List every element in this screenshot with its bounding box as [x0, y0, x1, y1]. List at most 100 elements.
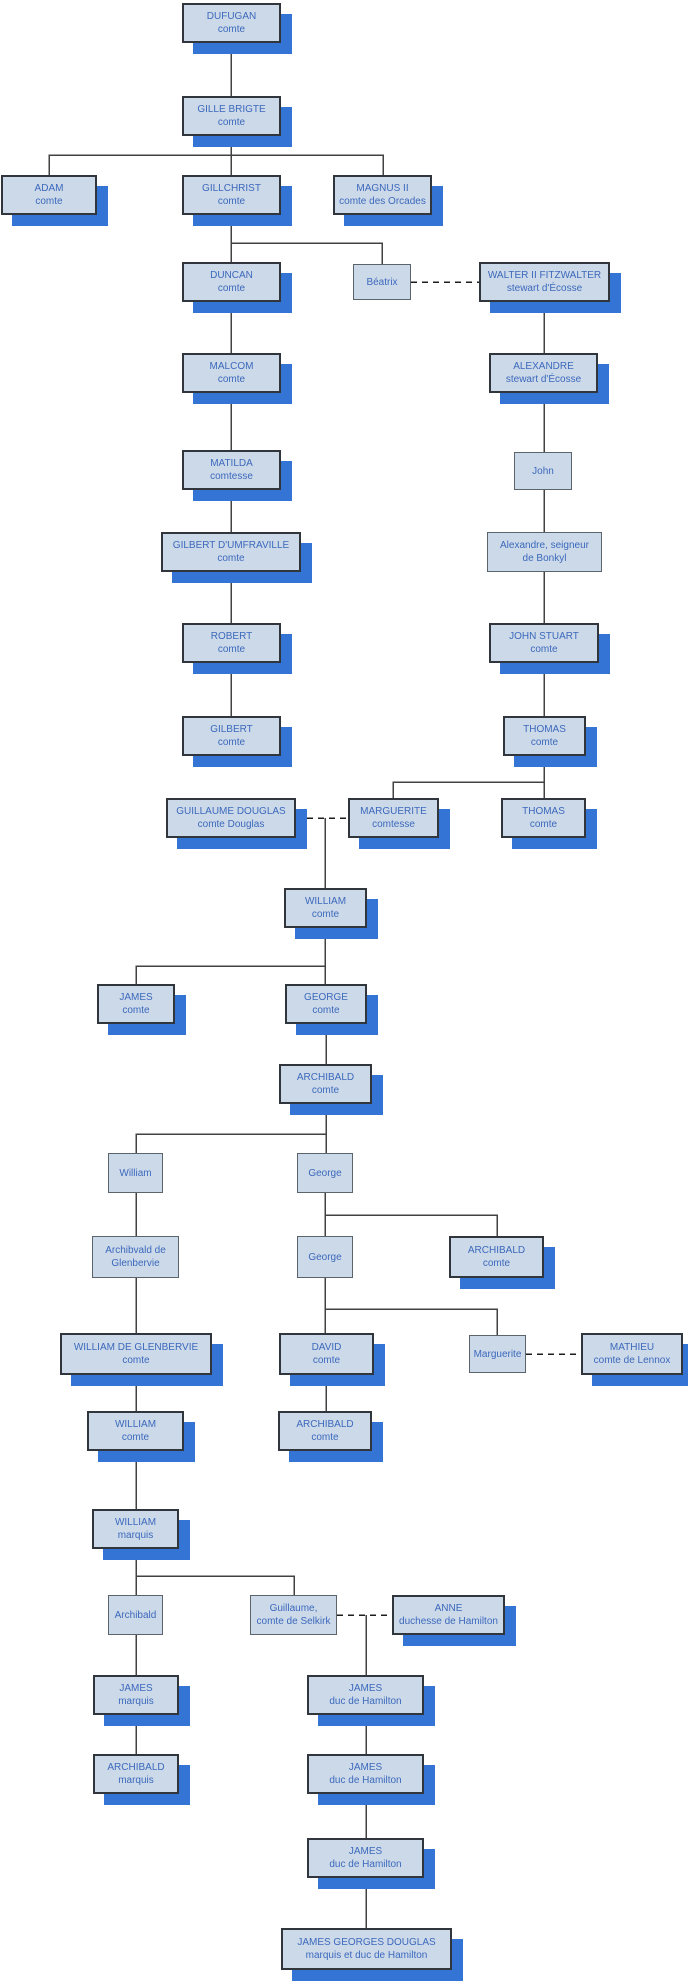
person-name: GUILLAUME DOUGLAS [176, 806, 286, 817]
person-title: marquis [118, 1775, 154, 1786]
node-george-1: GEORGE comte [285, 984, 367, 1024]
node-archibvald-glenbervie: Archibvald de Glenbervie [92, 1236, 179, 1278]
person-title: comte [311, 909, 340, 920]
node-archibald-marquis: ARCHIBALD marquis [93, 1754, 179, 1794]
person-title: comte [122, 1355, 150, 1366]
person-name: GILBERT [210, 724, 253, 735]
node-magnus-ii: MAGNUS II comte des Orcades [333, 175, 432, 215]
person-title: comte [217, 24, 246, 35]
node-james-duc-2: JAMES duc de Hamilton [307, 1754, 424, 1794]
node-william-2: WILLIAM comte [87, 1411, 184, 1451]
person-title: comte Douglas [197, 819, 265, 830]
person-title: comte [312, 1005, 340, 1016]
person-name: MAGNUS II [356, 183, 409, 194]
descent-connector [392, 756, 545, 798]
descent-connector [48, 154, 384, 175]
person-title: comtesse [210, 471, 253, 482]
node-guillaume-selkirk: Guillaume,comte de Selkirk [250, 1595, 337, 1635]
person-title: comte [482, 1258, 511, 1269]
person-name: John [532, 465, 554, 477]
person-name: WILLIAM [114, 1419, 157, 1430]
node-gilbert: GILBERT comte [182, 716, 281, 756]
person-title: comte [122, 1005, 150, 1016]
node-george-minor-2: George [297, 1236, 353, 1278]
descent-connector [135, 1133, 327, 1153]
person-name: ARCHIBALD [107, 1762, 165, 1773]
node-guillaume-douglas: GUILLAUME DOUGLAS comte Douglas [166, 798, 296, 838]
person-name: MALCOM [209, 361, 254, 372]
node-malcom: MALCOM comte [182, 353, 281, 393]
person-name: Alexandre, seigneur [500, 540, 589, 551]
person-name: JAMES [348, 1762, 383, 1773]
node-george-minor: George [297, 1153, 353, 1193]
person-title: stewart d'Écosse [505, 374, 582, 385]
person-name: GILBERT D'UMFRAVILLE [172, 540, 290, 551]
node-archibald-2: ARCHIBALD comte [449, 1236, 544, 1278]
node-duncan: DUNCAN comte [182, 262, 281, 302]
node-archibald-minor: Archibald [108, 1595, 163, 1635]
person-title: comte [217, 737, 246, 748]
person-title: comte des Orcades [339, 196, 426, 207]
person-title: comte [530, 737, 559, 748]
person-name: JAMES [348, 1683, 383, 1694]
person-name: WILLIAM DE GLENBERVIE [73, 1342, 199, 1353]
person-name: ARCHIBALD [296, 1419, 354, 1430]
person-name: ALEXANDRE [513, 361, 574, 372]
person-name: JOHN STUART [509, 631, 579, 642]
node-thomas: THOMAS comte [503, 716, 586, 756]
person-name: MATHIEU [609, 1342, 655, 1353]
person-name: THOMAS [523, 724, 566, 735]
person-title: comte [217, 644, 246, 655]
person-title: duc de Hamilton [329, 1775, 402, 1786]
person-name: George [308, 1167, 342, 1179]
person-name: DUNCAN [210, 270, 253, 281]
node-john-stuart: JOHN STUART comte [489, 623, 599, 663]
node-james-1: JAMES comte [97, 984, 175, 1024]
node-alexandre: ALEXANDRE stewart d'Écosse [489, 353, 598, 393]
node-mathieu: MATHIEU comte de Lennox [581, 1333, 683, 1375]
person-title: Glenbervie [111, 1258, 160, 1269]
person-title: marquis [117, 1530, 154, 1541]
node-beatrix: Béatrix [353, 264, 411, 300]
person-name: JAMES [119, 992, 153, 1003]
person-title: stewart d'Écosse [506, 283, 583, 294]
person-title: marquis et duc de Hamilton [305, 1950, 428, 1961]
person-name: Archibald [114, 1609, 157, 1621]
person-title: comte [530, 644, 558, 655]
descent-connector [231, 242, 383, 264]
person-name: ARCHIBALD [467, 1245, 526, 1256]
person-name: Archibvald de [105, 1245, 166, 1256]
person-title: comte [311, 1085, 340, 1096]
node-william-glenbervie: WILLIAM DE GLENBERVIE comte [60, 1333, 212, 1375]
person-title: de Bonkyl [522, 553, 567, 564]
node-alexandre-bonkyl: Alexandre, seigneur de Bonkyl [487, 532, 602, 572]
person-title: comte de Lennox [593, 1355, 671, 1366]
person-title: comte [312, 1355, 341, 1366]
descent-connector [136, 1575, 295, 1595]
person-name: JAMES [119, 1683, 153, 1694]
person-title: comte [217, 283, 246, 294]
person-title: comte [121, 1432, 150, 1443]
person-title: comte [35, 196, 63, 207]
person-name: GILLE BRIGTE [197, 104, 266, 115]
node-gille-brigte: GILLE BRIGTE comte [182, 96, 281, 136]
person-name: GEORGE [304, 992, 348, 1003]
descent-connector [325, 1214, 498, 1236]
person-title: comte [217, 117, 246, 128]
person-title: comtesse [372, 819, 415, 830]
person-title: comte [217, 374, 246, 385]
